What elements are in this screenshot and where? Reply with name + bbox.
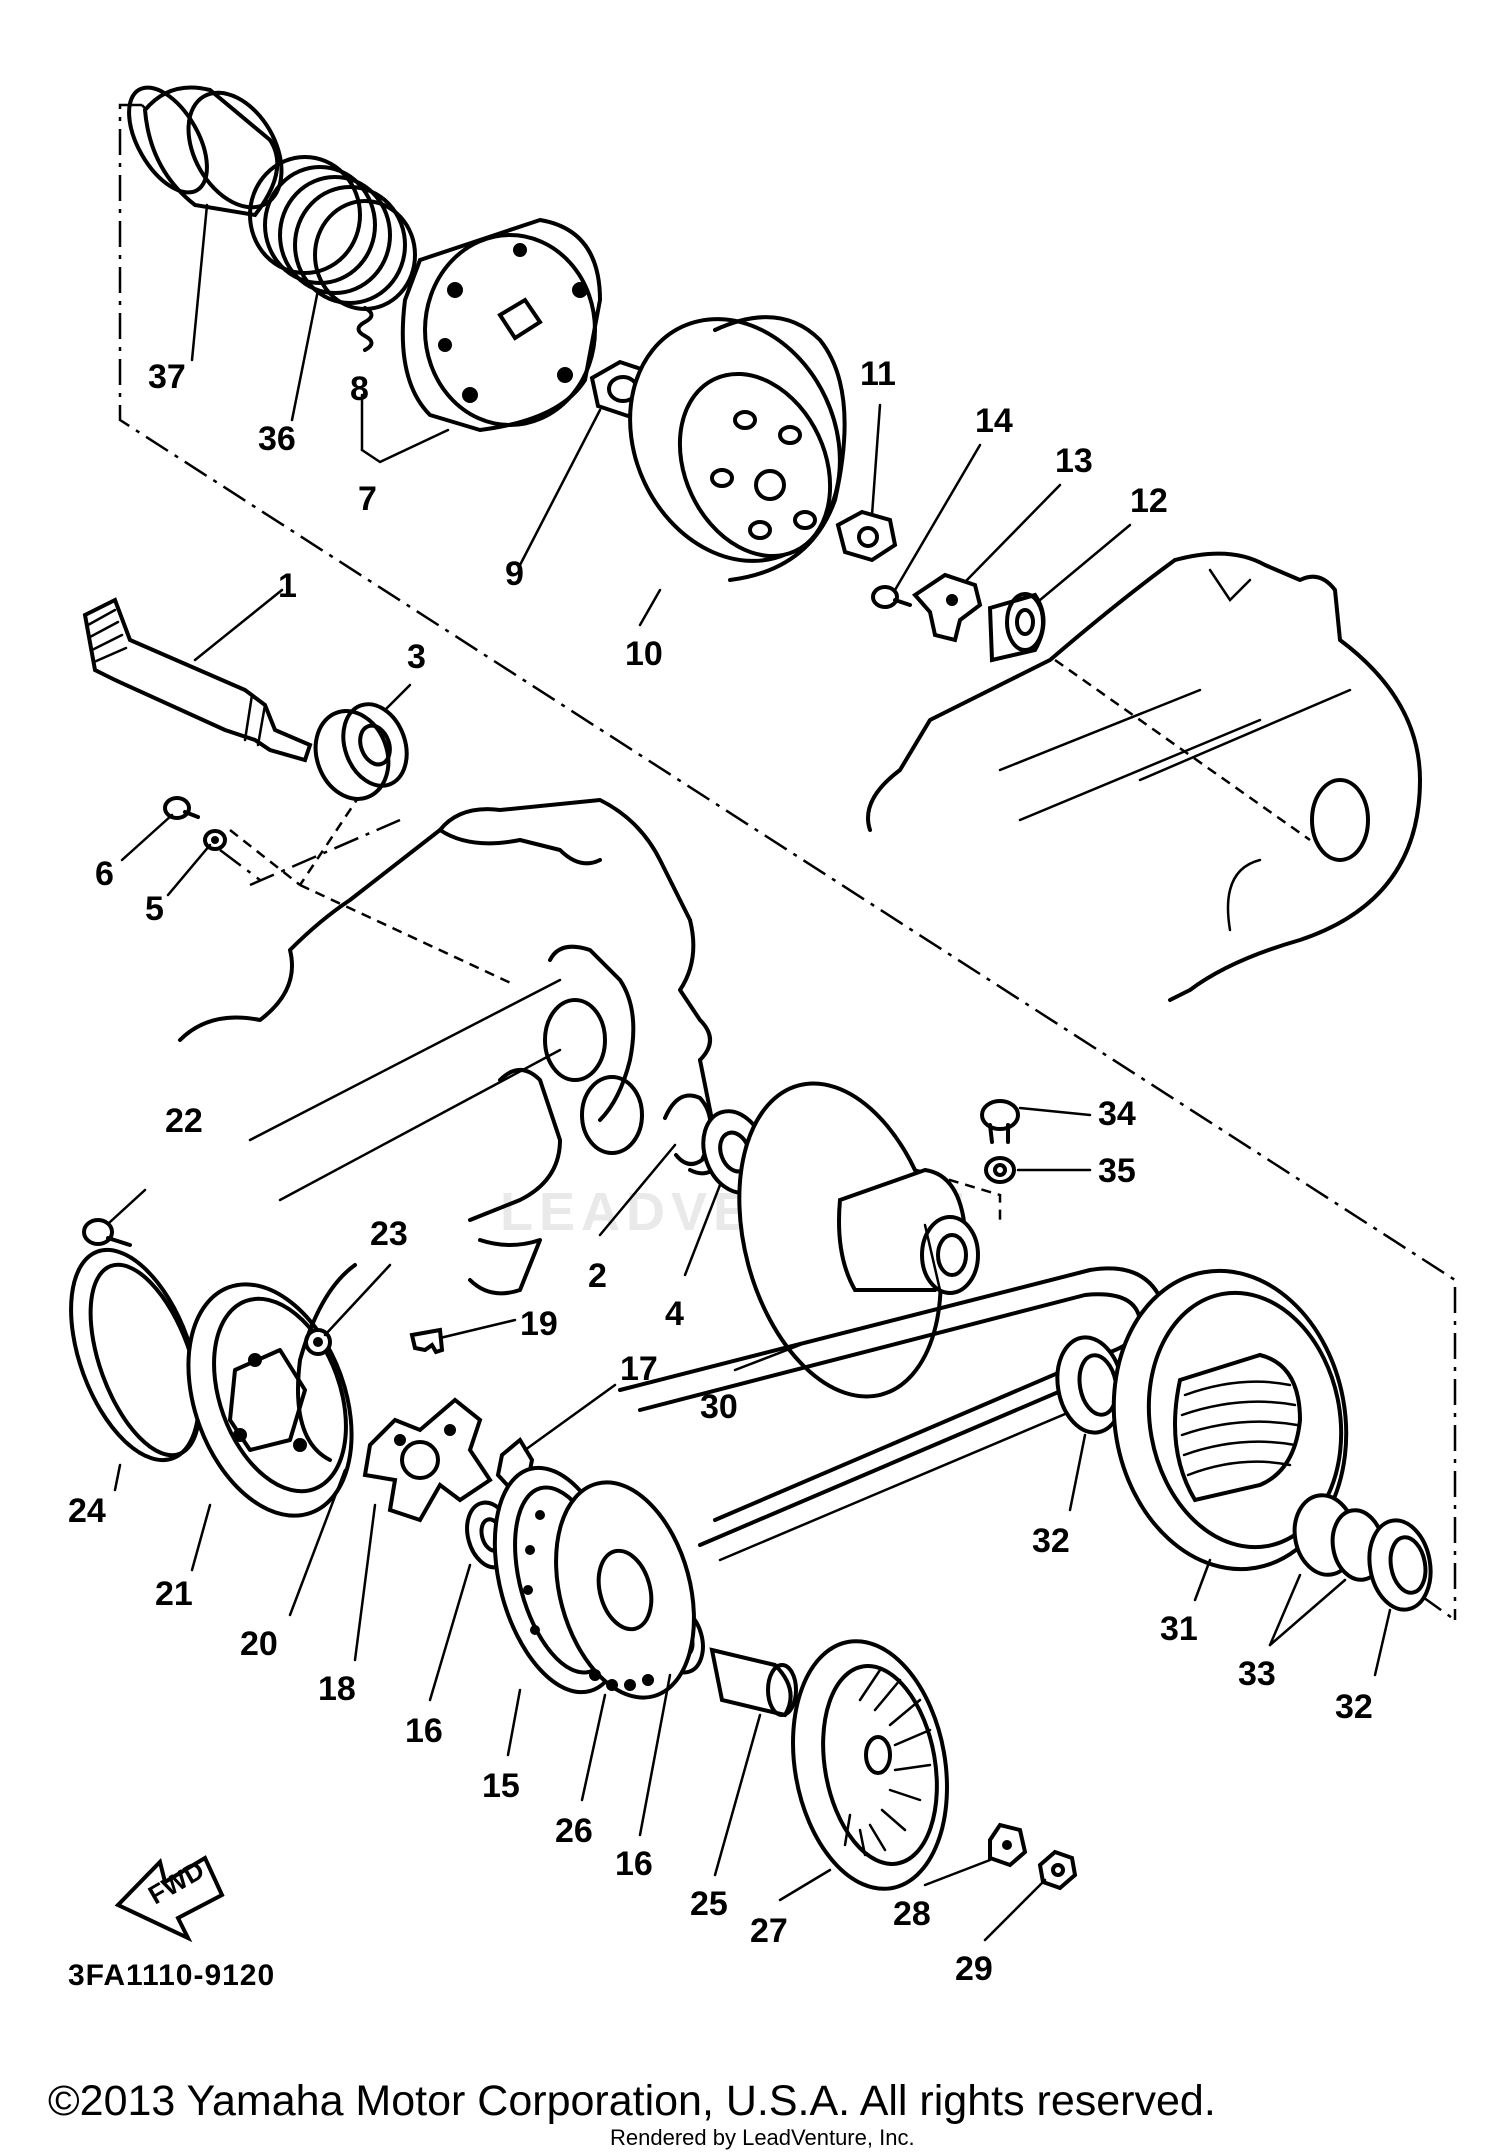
- callout-24: 24: [68, 1492, 106, 1530]
- part-3-bearing: [313, 702, 409, 801]
- part-11-nut: [835, 509, 898, 563]
- part-1-primary-shaft: [82, 597, 313, 763]
- part-27-fan-sheave: [791, 1639, 949, 1891]
- callout-36: 36: [258, 420, 296, 458]
- callout-35: 35: [1098, 1152, 1136, 1190]
- callout-28: 28: [893, 1895, 931, 1933]
- callout-2: 2: [588, 1257, 607, 1295]
- callout-26: 26: [555, 1812, 593, 1850]
- callout-6: 6: [95, 855, 114, 893]
- callout-31: 31: [1160, 1610, 1198, 1648]
- copyright-text: ©2013 Yamaha Motor Corporation, U.S.A. A…: [48, 2077, 1216, 2125]
- callout-labels: 37 36 8 7 9 10 11 14 13 12 1 3 6 5 22 23…: [68, 355, 1373, 1988]
- callout-21: 21: [155, 1575, 193, 1613]
- part-30-secondary-sheave: [737, 1081, 980, 1399]
- part-32-oil-seal-middle: [1055, 1335, 1125, 1435]
- part-10-clutch-housing: [628, 315, 847, 582]
- callout-18: 18: [318, 1670, 356, 1708]
- part-19-slider-clip: [409, 1327, 445, 1355]
- callout-37: 37: [148, 358, 186, 396]
- callout-15: 15: [482, 1767, 520, 1805]
- part-20-ring: [296, 1263, 357, 1462]
- callout-32-middle: 32: [1032, 1522, 1070, 1560]
- part-13-plate: [911, 572, 983, 643]
- part-18-ramp-plate: [362, 1397, 493, 1523]
- part-14-bolt: [871, 585, 912, 609]
- callout-1: 1: [278, 567, 297, 605]
- part-34-bolt: [980, 1099, 1020, 1144]
- part-8-small-spring: [356, 306, 374, 352]
- callout-8: 8: [350, 370, 369, 408]
- callout-27: 27: [750, 1912, 788, 1950]
- leader-lines: [108, 203, 1392, 1942]
- part-24-gasket: [69, 1247, 202, 1463]
- callout-9: 9: [505, 555, 524, 593]
- part-36-spring: [248, 155, 417, 311]
- part-12-bearing: [987, 592, 1046, 663]
- callout-19: 19: [520, 1305, 558, 1343]
- part-22-bolt: [82, 1218, 132, 1247]
- callout-14: 14: [975, 402, 1013, 440]
- callout-4: 4: [665, 1295, 684, 1333]
- callout-16-left: 16: [405, 1712, 443, 1750]
- part-6-bolt: [163, 796, 200, 820]
- callout-29: 29: [955, 1950, 993, 1988]
- callout-17: 17: [620, 1350, 658, 1388]
- part-7-clutch-carrier: [400, 217, 603, 433]
- callout-20: 20: [240, 1625, 278, 1663]
- callout-13: 13: [1055, 442, 1093, 480]
- callout-11: 11: [860, 355, 896, 393]
- part-21-cover-plate: [186, 1282, 354, 1518]
- part-35-washer: [984, 1156, 1016, 1184]
- callout-30: 30: [700, 1388, 738, 1426]
- part-37-sleeve: [127, 85, 284, 218]
- callout-22: 22: [165, 1102, 203, 1140]
- callout-12: 12: [1130, 482, 1168, 520]
- part-25-collar: [709, 1647, 798, 1718]
- callout-34: 34: [1098, 1095, 1136, 1133]
- callout-5: 5: [145, 890, 164, 928]
- callout-33: 33: [1238, 1655, 1276, 1693]
- fwd-arrow-icon: FWD: [114, 1855, 225, 1943]
- callout-25: 25: [690, 1885, 728, 1923]
- rendered-by-text: Rendered by LeadVenture, Inc.: [610, 2125, 915, 2150]
- crankcase-cover: [866, 551, 1422, 1002]
- diagram-code: 3FA1110-9120: [68, 1959, 275, 1992]
- part-28-washer: [988, 1822, 1028, 1868]
- callout-23: 23: [370, 1215, 408, 1253]
- callout-10: 10: [625, 635, 663, 673]
- callout-32-right: 32: [1335, 1688, 1373, 1726]
- callout-3: 3: [407, 638, 426, 676]
- part-31-sliding-sheave: [1111, 1268, 1349, 1572]
- callout-16-right: 16: [615, 1845, 653, 1883]
- callout-7: 7: [358, 480, 377, 518]
- part-26-primary-sheave: [554, 1480, 696, 1700]
- part-29-nut: [1037, 1849, 1078, 1891]
- crankcase: [178, 798, 722, 1296]
- part-32-oil-seal-right: [1367, 1518, 1433, 1612]
